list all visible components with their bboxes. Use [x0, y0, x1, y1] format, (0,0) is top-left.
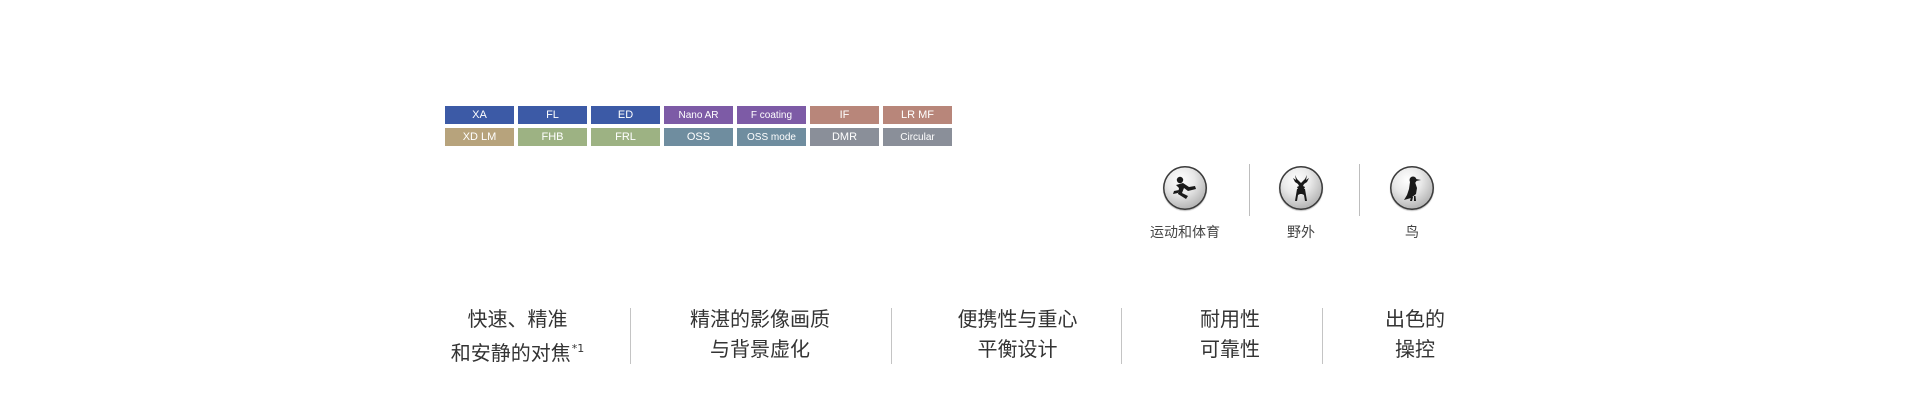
- badge-fl: FL: [518, 106, 587, 124]
- feature-durability-line1: 耐用性: [1200, 307, 1260, 331]
- feature-autofocus-line2-text: 和安静的对焦: [450, 341, 571, 365]
- badge-oss: OSS: [664, 128, 733, 146]
- sports-icon: [1163, 166, 1207, 210]
- feature-portability-line2: 平衡设计: [977, 337, 1058, 361]
- badge-f-coating: F coating: [737, 106, 806, 124]
- scene-divider: [1359, 164, 1360, 216]
- scene-birds: 鸟: [1367, 160, 1457, 242]
- bird-icon: [1390, 166, 1434, 210]
- feature-handling: 出色的 操控: [1345, 304, 1485, 364]
- feature-image-quality-line1: 精湛的影像画质: [690, 307, 830, 331]
- feature-durability: 耐用性 可靠性: [1150, 304, 1310, 364]
- badge-oss-mode: OSS mode: [737, 128, 806, 146]
- feature-divider: [891, 308, 892, 364]
- recommended-scenes: 运动和体育 野外 鸟: [1140, 160, 1490, 260]
- feature-durability-line2: 可靠性: [1200, 337, 1260, 361]
- feature-divider: [1322, 308, 1323, 364]
- feature-autofocus: 快速、精准 和安静的对焦*1: [430, 304, 605, 368]
- feature-divider: [630, 308, 631, 364]
- badge-xa: XA: [445, 106, 514, 124]
- feature-autofocus-line2: 和安静的对焦*1: [430, 334, 605, 368]
- lens-technology-badges: XA FL ED Nano AR F coating IF LR MF XD L…: [445, 106, 952, 146]
- badge-circular: Circular: [883, 128, 952, 146]
- feature-portability-line1: 便携性与重心: [957, 307, 1078, 331]
- badge-frl: FRL: [591, 128, 660, 146]
- feature-image-quality: 精湛的影像画质 与背景虚化: [660, 304, 860, 364]
- badge-xd-lm: XD LM: [445, 128, 514, 146]
- feature-portability: 便携性与重心 平衡设计: [920, 304, 1115, 364]
- badge-if: IF: [810, 106, 879, 124]
- scene-label-sports: 运动和体育: [1150, 225, 1220, 241]
- feature-divider: [1121, 308, 1122, 364]
- scene-sports: 运动和体育: [1140, 160, 1230, 242]
- badge-nano-ar: Nano AR: [664, 106, 733, 124]
- scene-divider: [1249, 164, 1250, 216]
- feature-handling-line2: 操控: [1395, 337, 1435, 361]
- feature-highlights: 快速、精准 和安静的对焦*1 精湛的影像画质 与背景虚化 便携性与重心 平衡设计…: [0, 302, 1920, 372]
- badge-dmr: DMR: [810, 128, 879, 146]
- badge-ed: ED: [591, 106, 660, 124]
- feature-autofocus-line1: 快速、精准: [467, 307, 568, 331]
- badge-fhb: FHB: [518, 128, 587, 146]
- scene-label-wildlife: 野外: [1287, 225, 1315, 241]
- feature-image-quality-line2: 与背景虚化: [710, 337, 810, 361]
- feature-handling-line1: 出色的: [1385, 307, 1445, 331]
- badge-lr-mf: LR MF: [883, 106, 952, 124]
- footnote-marker: *1: [571, 342, 585, 355]
- scene-label-birds: 鸟: [1405, 225, 1419, 241]
- deer-icon: [1279, 166, 1323, 210]
- scene-wildlife: 野外: [1256, 160, 1346, 242]
